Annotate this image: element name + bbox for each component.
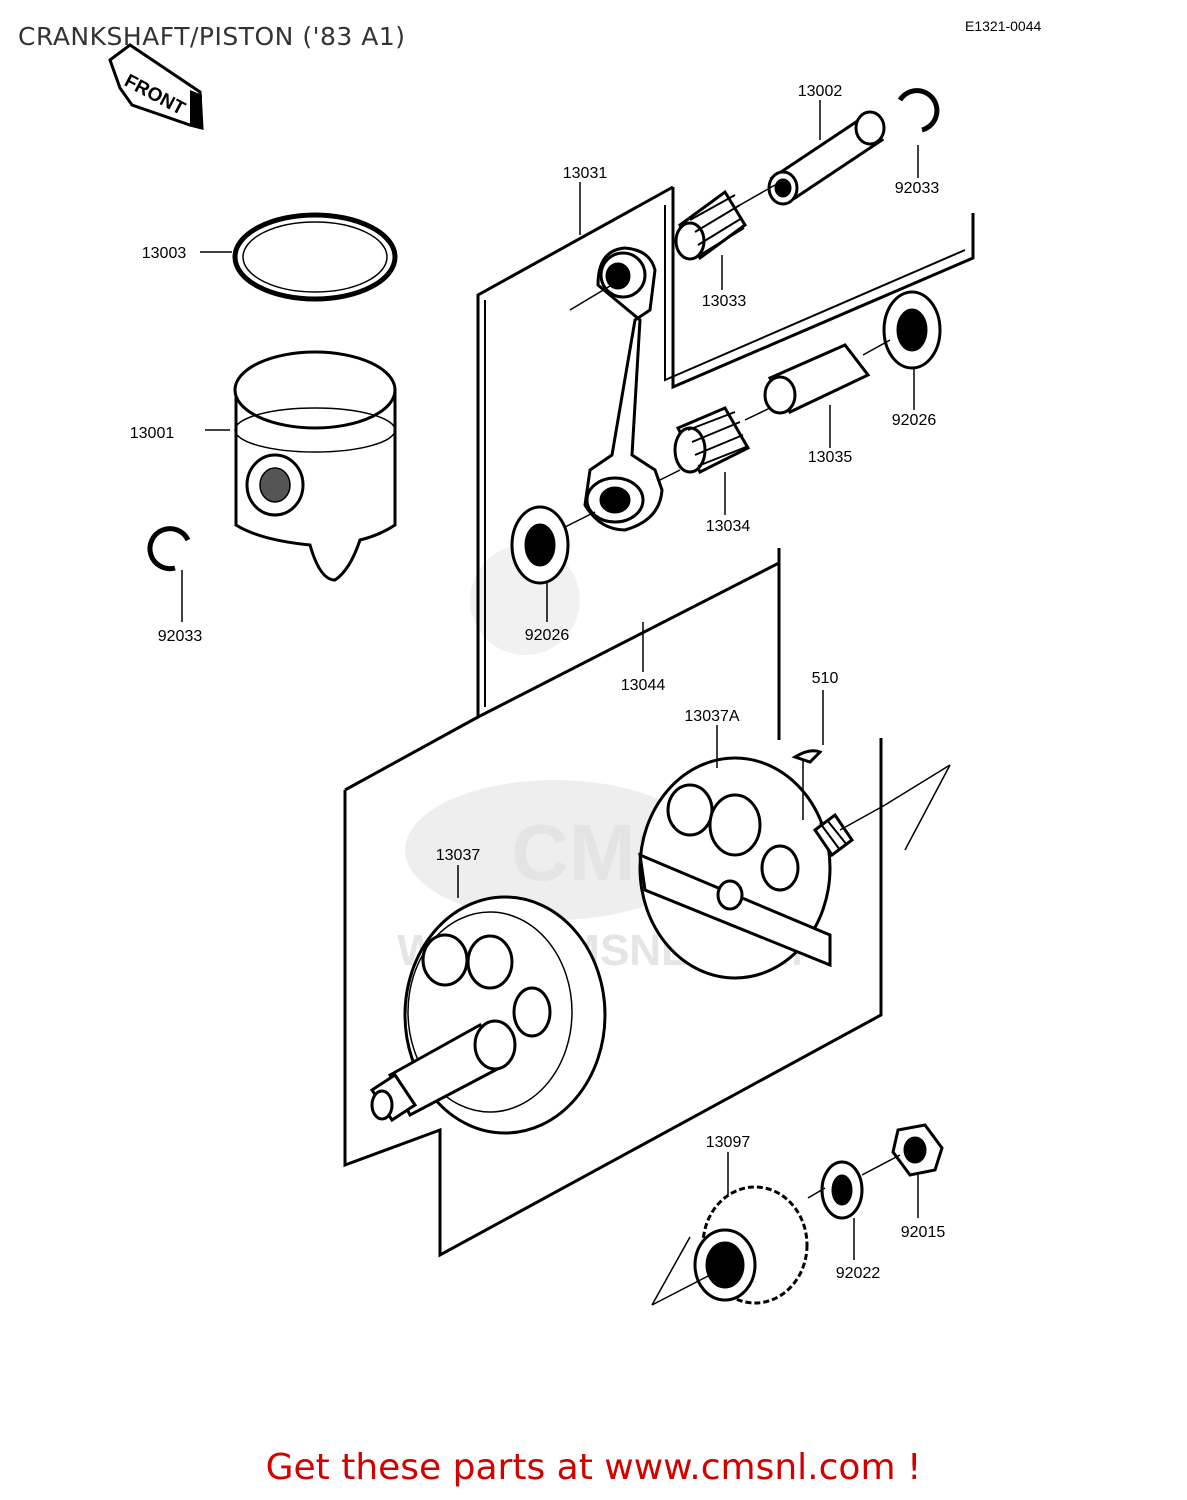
leader-lines [181, 100, 951, 1306]
connecting-rod [583, 246, 664, 532]
small-end-bearing [674, 189, 747, 261]
label-13034: 13034 [706, 518, 751, 535]
label-92033-top: 92033 [895, 180, 940, 197]
label-13044: 13044 [621, 677, 666, 694]
label-13035: 13035 [808, 449, 853, 466]
circlip-left [147, 526, 191, 572]
label-92026-left: 92026 [525, 627, 570, 644]
crank-half-right [638, 756, 855, 980]
part-labels: 13002 92033 13031 13003 13033 13001 9202… [130, 83, 946, 1282]
label-13037: 13037 [436, 847, 481, 864]
circlip-top [897, 88, 940, 133]
piston-pin [767, 110, 886, 206]
footer-link-text[interactable]: Get these parts at www.cmsnl.com ! [265, 1447, 922, 1488]
crank-half-left [369, 895, 607, 1135]
crank-pin [763, 343, 871, 415]
woodruff-key [791, 749, 823, 764]
crank-nut [891, 1123, 944, 1177]
drawing-code: E1321-0044 [965, 18, 1042, 34]
label-13097: 13097 [706, 1134, 751, 1151]
label-92015: 92015 [901, 1224, 946, 1241]
piston-ring [232, 212, 398, 302]
label-13031: 13031 [563, 165, 608, 182]
piston [205, 350, 397, 582]
front-arrow-badge: FRONT [108, 43, 204, 130]
assembly-frames [343, 185, 975, 1258]
page-title: CRANKSHAFT/PISTON ('83 A1) [18, 22, 406, 51]
primary-gear [693, 1185, 809, 1305]
label-13001: 13001 [130, 425, 175, 442]
label-92026-right: 92026 [892, 412, 937, 429]
gear-washer [820, 1160, 864, 1220]
thrust-washer-left [510, 505, 570, 585]
label-13033: 13033 [702, 293, 747, 310]
label-510: 510 [812, 670, 839, 687]
label-92022: 92022 [836, 1265, 881, 1282]
crank-right-shaft [812, 812, 855, 858]
big-end-bearing [673, 406, 751, 475]
label-13002: 13002 [798, 83, 843, 100]
thrust-washer-right [882, 290, 942, 370]
label-92033-left: 92033 [158, 628, 203, 645]
label-13037A: 13037A [684, 708, 739, 725]
label-13003: 13003 [142, 245, 187, 262]
